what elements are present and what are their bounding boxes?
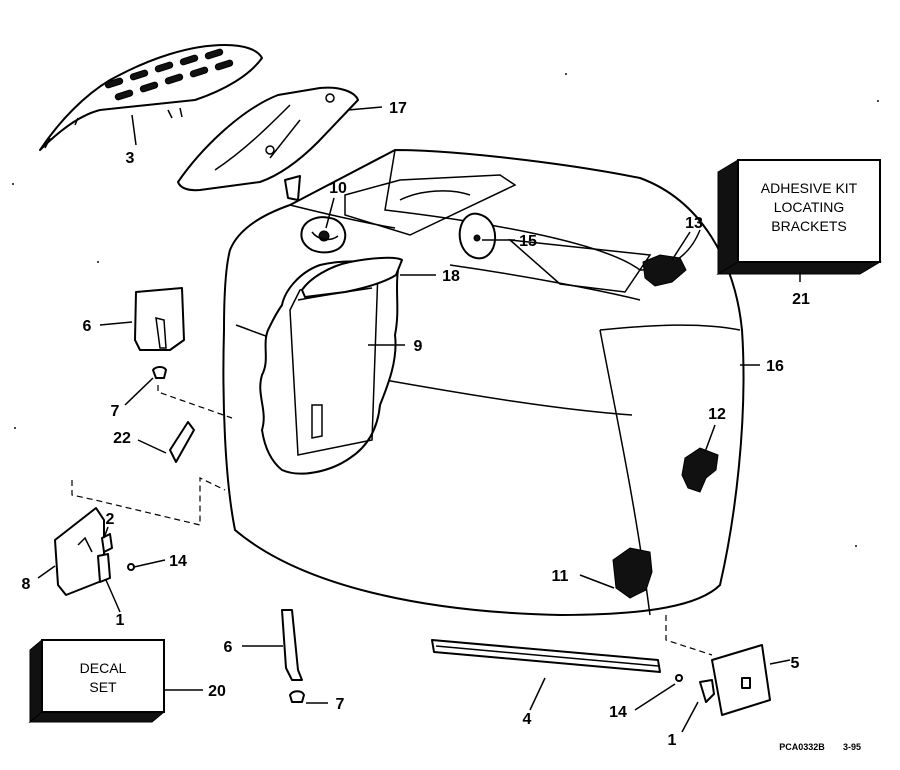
decal-set-box: DECAL SET xyxy=(28,638,166,724)
callout-7-lower: 7 xyxy=(336,696,345,713)
callout-20: 20 xyxy=(208,683,226,700)
fastener-7-lower xyxy=(289,690,305,703)
screw-14-left xyxy=(127,563,135,571)
callout-2: 2 xyxy=(106,511,115,528)
callout-17: 17 xyxy=(389,100,407,117)
clip-2 xyxy=(101,533,113,553)
callout-15: 15 xyxy=(519,233,537,250)
bracket-13 xyxy=(642,254,687,287)
callout-8: 8 xyxy=(22,576,31,593)
clip-1-left xyxy=(97,553,111,583)
callout-6-lower: 6 xyxy=(224,639,233,656)
grommet-part xyxy=(300,216,347,254)
part-code: PCA0332B xyxy=(779,742,825,752)
adhesive-kit-box: ADHESIVE KIT LOCATING BRACKETS xyxy=(716,159,882,275)
latch-plate-8 xyxy=(54,507,105,596)
callout-14-left: 14 xyxy=(169,553,187,570)
callout-5: 5 xyxy=(791,655,800,672)
callout-1-left: 1 xyxy=(116,612,125,629)
callout-11: 11 xyxy=(552,568,569,585)
pad-22 xyxy=(169,421,195,463)
callout-10: 10 xyxy=(329,180,347,197)
seal-strip-4 xyxy=(431,639,661,673)
callout-labels: 3 17 10 15 13 18 9 6 7 22 16 12 11 21 2 … xyxy=(22,100,810,749)
clip-1-right xyxy=(699,679,715,703)
callout-4: 4 xyxy=(523,711,532,728)
plate-6-lower xyxy=(281,609,303,681)
callout-21: 21 xyxy=(792,291,810,308)
decal-box-line2: SET xyxy=(89,679,117,695)
callout-16: 16 xyxy=(766,358,784,375)
callout-7-upper: 7 xyxy=(111,403,120,420)
callout-9: 9 xyxy=(414,338,423,355)
adhesive-box-line3: BRACKETS xyxy=(771,218,846,234)
callout-1-right: 1 xyxy=(668,732,677,749)
rear-cover-part xyxy=(177,86,359,201)
callout-6-upper: 6 xyxy=(83,318,92,335)
fastener-7-upper xyxy=(152,366,167,379)
latch-bracket-part xyxy=(458,212,497,260)
bracket-11 xyxy=(612,547,653,599)
screw-14-right xyxy=(675,674,683,682)
callout-3: 3 xyxy=(126,150,135,167)
callout-18: 18 xyxy=(442,268,460,285)
latch-plate-5 xyxy=(711,644,771,716)
plate-6-upper xyxy=(134,287,185,351)
leader-lines xyxy=(37,106,801,733)
adhesive-box-line1: ADHESIVE KIT xyxy=(761,180,858,196)
callout-14-right: 14 xyxy=(609,704,627,721)
diagram-date: 3-95 xyxy=(843,742,861,752)
callout-12: 12 xyxy=(708,406,726,423)
callout-13: 13 xyxy=(685,215,703,232)
vent-grille-part xyxy=(39,44,263,151)
callout-22: 22 xyxy=(113,430,131,447)
adhesive-box-line2: LOCATING xyxy=(774,199,845,215)
scan-specks xyxy=(12,73,879,547)
duct-part xyxy=(301,256,403,298)
assembly-dashed-lines xyxy=(71,385,713,656)
decal-box-line1: DECAL xyxy=(80,660,127,676)
